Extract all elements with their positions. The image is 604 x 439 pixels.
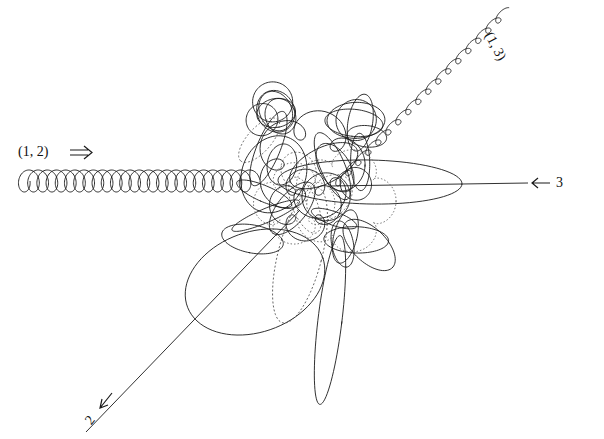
binary-orbit — [336, 8, 509, 186]
orbit-loop — [257, 90, 295, 132]
orbit-loop — [222, 224, 284, 254]
incoming-arrow — [532, 178, 550, 188]
particle-label: 3 — [556, 176, 563, 190]
star-track — [330, 183, 528, 186]
particle-label: (1, 3) — [482, 30, 509, 63]
particle-label: 2 — [82, 413, 97, 427]
orbit-loop — [314, 236, 345, 405]
orbit-loop — [289, 177, 322, 233]
orbit-loop — [316, 143, 354, 191]
orbit-loop — [297, 150, 397, 252]
incoming-arrow — [70, 146, 92, 159]
orbit-loop — [260, 111, 365, 218]
orbit-loop — [185, 229, 325, 335]
orbit-loop — [253, 163, 334, 244]
orbit-loop — [267, 144, 297, 185]
incoming-arrow — [100, 393, 112, 408]
binary-orbit — [18, 170, 259, 192]
star-track — [86, 210, 300, 432]
orbit-loop — [327, 102, 385, 138]
particle-label: (1, 2) — [18, 145, 48, 159]
orbit-loop — [241, 136, 307, 213]
orbit-loop — [265, 99, 296, 134]
